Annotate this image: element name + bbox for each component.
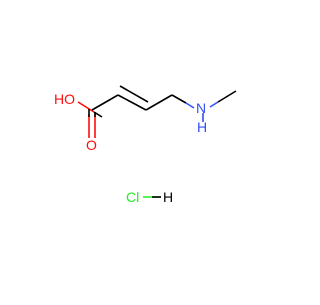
atom-label-hydroxyl: HO	[54, 91, 75, 107]
bond-c1-oh	[77, 101, 95, 113]
bond-c2-c3-a	[117, 94, 147, 111]
atom-label-carbonyl-oxygen: O	[86, 137, 97, 153]
bond-c1-c2	[91, 94, 119, 111]
atom-label-salt-hydrogen: H	[163, 189, 173, 205]
bonds	[77, 85, 237, 198]
bond-c4-n-blue	[185, 102, 195, 109]
bond-c4-n	[171, 94, 187, 104]
bond-n-ch3-blue	[209, 101, 219, 108]
atom-label-amine-hydrogen: H	[197, 119, 207, 135]
structure-canvas: HO O N H Cl H	[54, 85, 237, 205]
bond-c3-c4	[145, 94, 173, 111]
molecule-structure: HO O N H Cl H	[54, 85, 237, 205]
bond-c2-c3-b	[119, 85, 149, 103]
atom-label-chlorine: Cl	[126, 189, 139, 205]
bond-n-ch3	[217, 90, 237, 103]
atom-label-nitrogen: N	[196, 100, 206, 116]
